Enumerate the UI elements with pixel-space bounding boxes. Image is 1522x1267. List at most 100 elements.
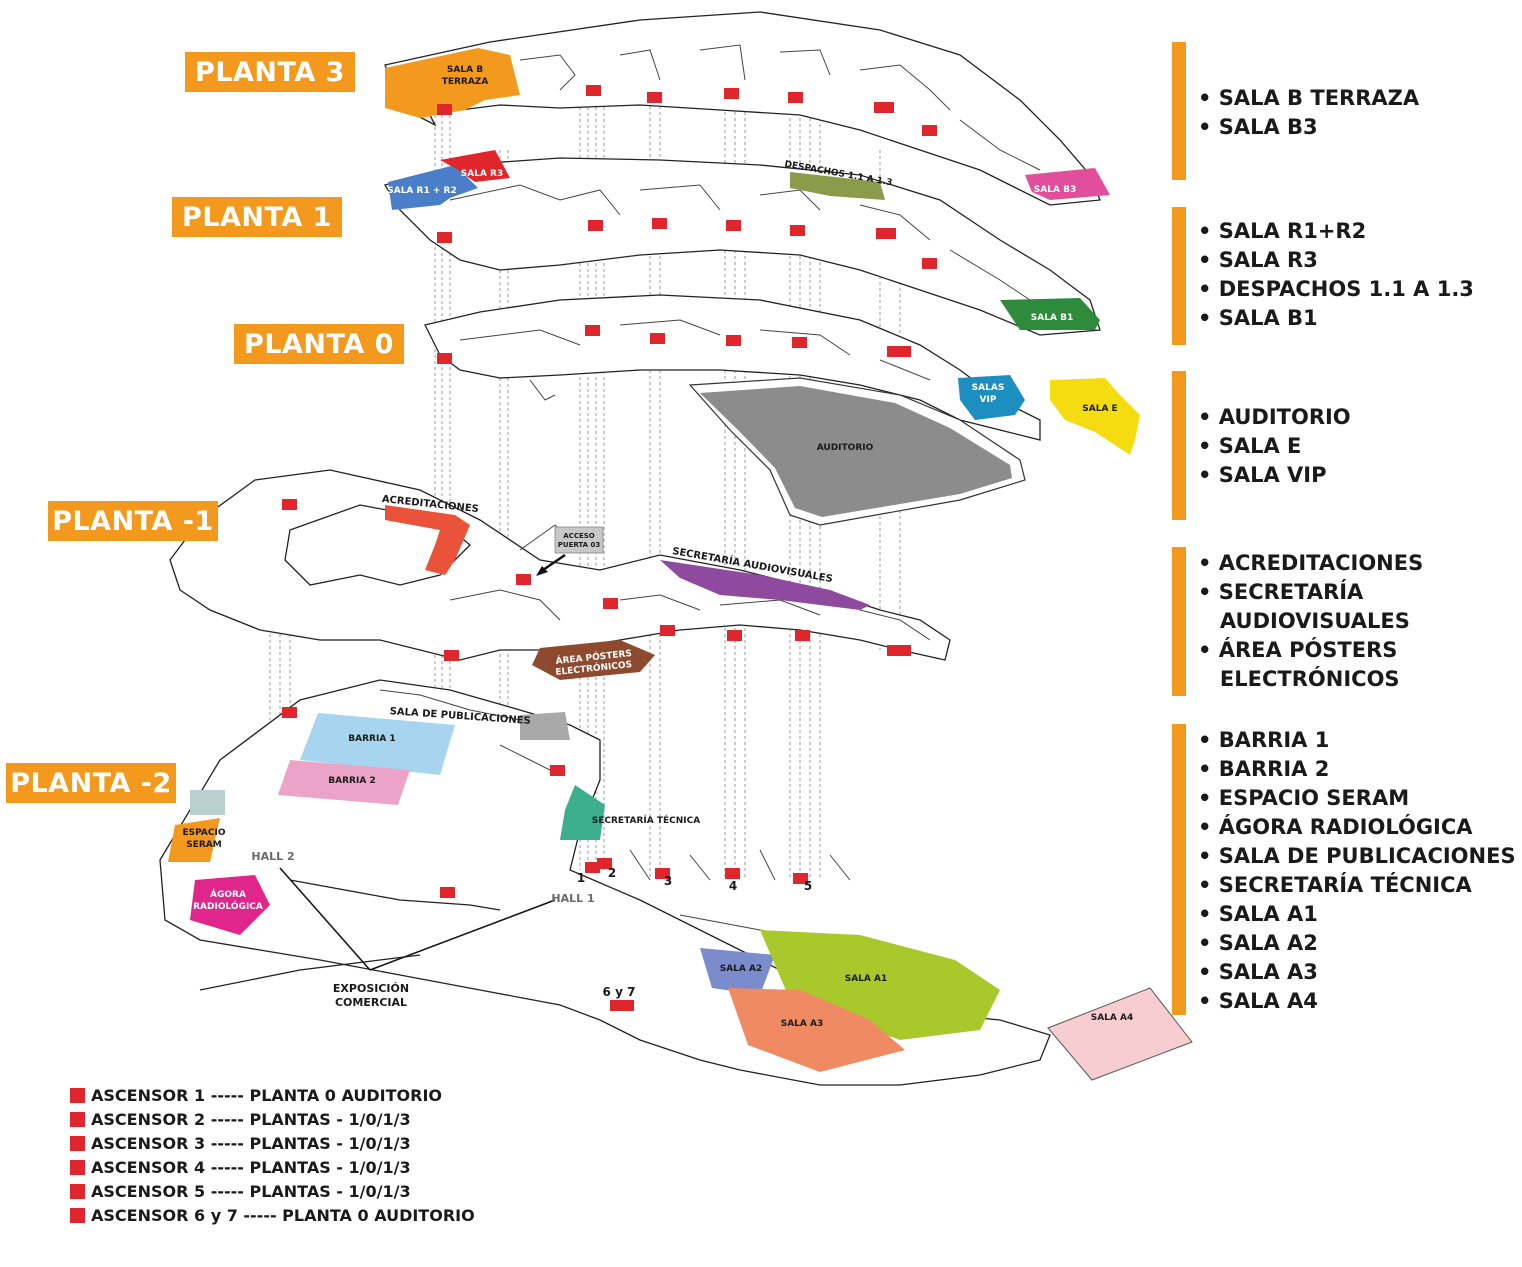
acreditaciones-room: [385, 505, 470, 575]
legend-item: ASCENSOR 1 ----- PLANTA 0 AUDITORIO: [70, 1083, 475, 1107]
label-salas-vip-1: SALAS: [972, 383, 1005, 393]
legend-text: ASCENSOR 6 y 7 ----- PLANTA 0 AUDITORIO: [91, 1205, 475, 1225]
label-elevator-3: 3: [664, 874, 672, 888]
elevator-square-icon: [70, 1111, 85, 1127]
label-elevator-5: 5: [804, 879, 812, 893]
floor-label-planta-m2: PLANTA -2: [6, 763, 176, 803]
label-elevator-1: 1: [577, 871, 585, 885]
side-list-item: AUDIOVISUALES: [1198, 609, 1410, 633]
label-exposicion-1: EXPOSICIÓN: [333, 982, 409, 995]
planta-1-walls: [449, 184, 1031, 301]
elevator-square-icon: [70, 1207, 85, 1223]
side-list-item: • BARRIA 2: [1198, 757, 1330, 781]
acceso-box: [536, 526, 604, 576]
side-bar-planta-m2: [1172, 724, 1186, 1015]
label-elevator-4: 4: [729, 879, 737, 893]
side-list-item: • SECRETARÍA TÉCNICA: [1198, 873, 1472, 897]
label-hall-1: HALL 1: [551, 892, 594, 905]
label-espacio-seram-1: ESPACIO: [183, 828, 226, 838]
label-secretaria-tecnica: SECRETARÍA TÉCNICA: [592, 814, 700, 826]
legend-text: ASCENSOR 1 ----- PLANTA 0 AUDITORIO: [91, 1085, 442, 1105]
side-list-item: • SALA B TERRAZA: [1198, 86, 1420, 110]
label-exposicion-2: COMERCIAL: [335, 996, 407, 1009]
label-espacio-seram-2: SERAM: [186, 840, 222, 850]
elevator-markers: [282, 85, 937, 1011]
side-list-item: • ÁREA PÓSTERS: [1198, 638, 1398, 662]
upper-floor-rooms: [385, 48, 1140, 455]
legend-item: ASCENSOR 2 ----- PLANTAS - 1/0/1/3: [70, 1107, 475, 1131]
label-sala-b-terraza-1: SALA B: [447, 65, 483, 75]
label-sala-a4: SALA A4: [1091, 1013, 1134, 1023]
planta-0-outline: [424, 294, 1041, 441]
side-list-planta-3: • SALA B TERRAZA • SALA B3: [1198, 84, 1419, 142]
secretaria-audiovisuales-room: [660, 560, 870, 610]
label-sala-a3: SALA A3: [781, 1019, 824, 1029]
side-list-item: • SECRETARÍA: [1198, 580, 1364, 604]
elevator-square-icon: [70, 1159, 85, 1175]
label-barria-1: BARRIA 1: [348, 734, 395, 744]
legend-text: ASCENSOR 2 ----- PLANTAS - 1/0/1/3: [91, 1109, 411, 1129]
floor-label-planta-1: PLANTA 1: [172, 197, 342, 237]
label-salas-vip-2: VIP: [980, 395, 997, 405]
label-elevator-2: 2: [608, 866, 616, 880]
side-list-planta-0: • AUDITORIO • SALA E • SALA VIP: [1198, 403, 1351, 490]
side-list-item: • BARRIA 1: [1198, 728, 1330, 752]
side-list-item: • DESPACHOS 1.1 A 1.3: [1198, 277, 1474, 301]
label-sala-r1-r2: SALA R1 + R2: [387, 186, 456, 196]
elevator-square-icon: [70, 1087, 85, 1103]
legend-item: ASCENSOR 6 y 7 ----- PLANTA 0 AUDITORIO: [70, 1203, 475, 1227]
floor-label-planta-0: PLANTA 0: [234, 324, 404, 364]
legend-text: ASCENSOR 3 ----- PLANTAS - 1/0/1/3: [91, 1133, 411, 1153]
side-list-item: • ESPACIO SERAM: [1198, 786, 1410, 810]
side-list-item: • AUDITORIO: [1198, 405, 1351, 429]
label-sala-a2: SALA A2: [720, 964, 763, 974]
planta-3-walls: [519, 44, 1041, 171]
label-sala-b3: SALA B3: [1034, 185, 1076, 195]
label-sala-b1: SALA B1: [1031, 313, 1073, 323]
side-list-planta-m1: • ACREDITACIONES • SECRETARÍA AUDIOVISUA…: [1198, 549, 1423, 694]
floor-label-planta-3: PLANTA 3: [185, 52, 355, 92]
side-list-item: • SALA VIP: [1198, 463, 1327, 487]
planta-m2-rooms: [168, 712, 1193, 1081]
side-list-item: ELECTRÓNICOS: [1198, 667, 1400, 691]
elevator-square-icon: [70, 1135, 85, 1151]
label-auditorio: AUDITORIO: [817, 443, 874, 453]
floor-label-planta-m1: PLANTA -1: [48, 501, 218, 541]
label-sala-r3: SALA R3: [461, 169, 503, 179]
legend-item: ASCENSOR 5 ----- PLANTAS - 1/0/1/3: [70, 1179, 475, 1203]
label-agora-2: RADIOLÓGICA: [193, 900, 263, 912]
side-bar-planta-3: [1172, 42, 1186, 180]
area-posters-room: [532, 640, 655, 680]
side-list-item: • SALA R3: [1198, 248, 1318, 272]
label-hall-2: HALL 2: [251, 850, 294, 863]
planta-0-walls: [459, 319, 931, 401]
side-list-item: • ACREDITACIONES: [1198, 551, 1424, 575]
label-sala-b-terraza-2: TERRAZA: [442, 77, 489, 87]
label-elevator-6y7: 6 y 7: [603, 985, 636, 999]
legend-text: ASCENSOR 4 ----- PLANTAS - 1/0/1/3: [91, 1157, 411, 1177]
side-list-planta-m2: • BARRIA 1 • BARRIA 2 • ESPACIO SERAM • …: [1198, 726, 1516, 1016]
side-bar-planta-m1: [1172, 547, 1186, 696]
planta-1-outline: [383, 157, 1101, 336]
side-list-item: • SALA B3: [1198, 115, 1318, 139]
side-list-item: • SALA A2: [1198, 931, 1318, 955]
side-bar-planta-1: [1172, 207, 1186, 345]
elevator-square-icon: [70, 1183, 85, 1199]
label-acceso-2: PUERTA 03: [558, 541, 601, 549]
side-list-planta-1: • SALA R1+R2 • SALA R3 • DESPACHOS 1.1 A…: [1198, 217, 1474, 333]
side-list-item: • SALA A4: [1198, 989, 1318, 1013]
side-list-item: • SALA DE PUBLICACIONES: [1198, 844, 1516, 868]
side-list-item: • SALA A3: [1198, 960, 1318, 984]
label-acceso-1: ACCESO: [563, 532, 595, 540]
auditorio-room: [688, 377, 1026, 526]
legend-item: ASCENSOR 3 ----- PLANTAS - 1/0/1/3: [70, 1131, 475, 1155]
elevator-legend: ASCENSOR 1 ----- PLANTA 0 AUDITORIO ASCE…: [70, 1083, 475, 1227]
label-barria-2: BARRIA 2: [328, 776, 375, 786]
side-list-item: • ÁGORA RADIOLÓGICA: [1198, 815, 1473, 839]
label-sala-a1: SALA A1: [845, 974, 888, 984]
side-bar-planta-0: [1172, 371, 1186, 520]
label-agora-1: ÁGORA: [210, 888, 246, 900]
side-list-item: • SALA R1+R2: [1198, 219, 1367, 243]
label-sala-e: SALA E: [1082, 404, 1117, 414]
